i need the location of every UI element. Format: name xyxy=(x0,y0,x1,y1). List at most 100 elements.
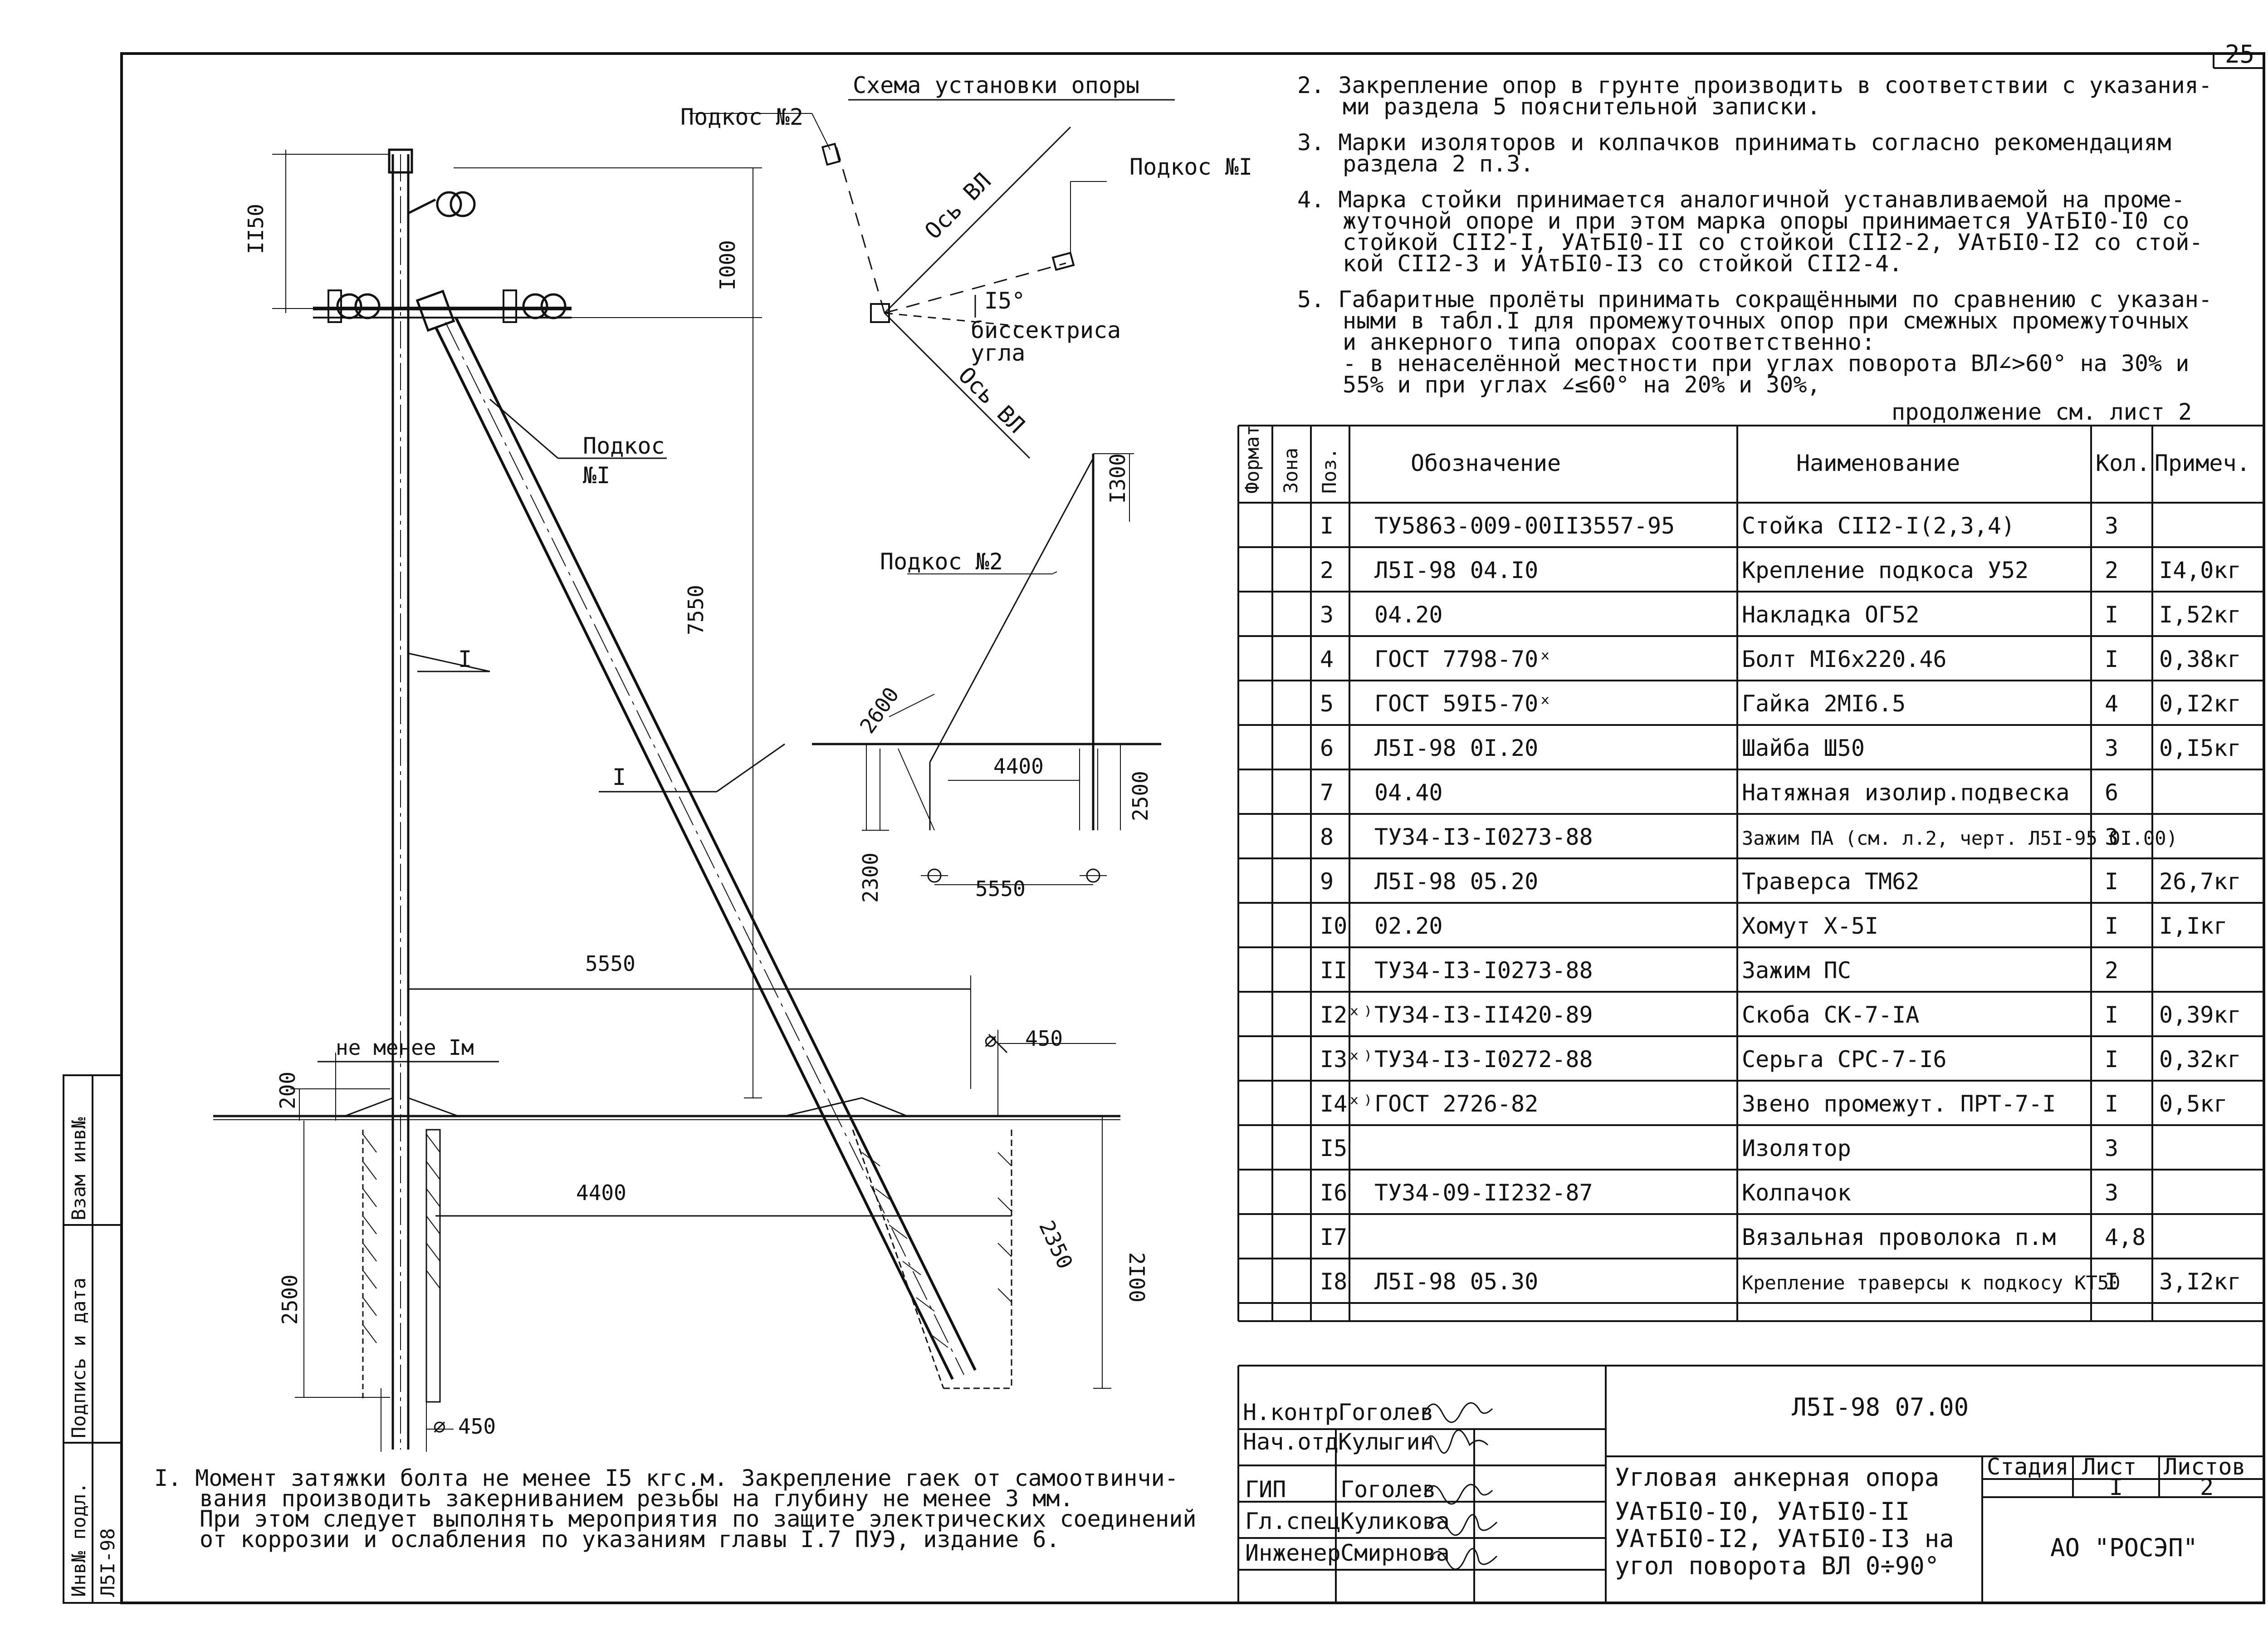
note-5-line-5: 55% и при углах ∠≤60° на 20% и 30%, xyxy=(1343,372,1821,398)
spec-note: 0,39кг xyxy=(2159,1002,2241,1028)
spec-pos: 2 xyxy=(1320,557,1334,583)
spec-designation: 04.40 xyxy=(1374,779,1443,806)
drawing-designation: Л5I-98 07.00 xyxy=(1792,1393,1969,1421)
spec-note: I,52кг xyxy=(2159,602,2241,628)
spec-qty: I xyxy=(2105,913,2118,939)
dim-1150: II50 xyxy=(244,204,268,254)
spec-header-note: Примеч. xyxy=(2155,450,2250,476)
spec-name: Хомут Х-5I xyxy=(1742,913,1878,939)
spec-qty: I xyxy=(2105,1002,2118,1028)
sheet-value: I xyxy=(2109,1474,2123,1500)
spec-qty: 2 xyxy=(2105,557,2118,583)
spec-pos: I3ˣ⁾ xyxy=(1320,1046,1374,1073)
side-dim-2600: 2600 xyxy=(855,683,904,738)
name-2: Кулыгин xyxy=(1338,1429,1434,1455)
spec-qty: I xyxy=(2105,1269,2118,1295)
left-binding-stamp xyxy=(63,1074,122,1604)
bottom-note-line-1: I. Момент затяжки болта не менее I5 кгс.… xyxy=(154,1465,1178,1491)
spec-header-designation: Обозначение xyxy=(1411,450,1561,476)
dim-450-bottom: 450 xyxy=(458,1414,496,1439)
scheme-angle: I5° xyxy=(984,288,1025,314)
note-3-line-1: 3. Марки изоляторов и колпачков принимат… xyxy=(1297,129,2171,156)
spec-note: 0,5кг xyxy=(2159,1091,2228,1117)
spec-pos: I5 xyxy=(1320,1135,1347,1161)
side-dim-4400: 4400 xyxy=(993,754,1044,779)
note-4-line-2: жуточной опоре и при этом марка опоры пр… xyxy=(1343,208,2189,234)
spec-table-grid xyxy=(1237,425,2265,1322)
spec-pos: I7 xyxy=(1320,1224,1347,1250)
spec-name: Колпачок xyxy=(1742,1180,1851,1206)
name-5: Смирнова xyxy=(1340,1540,1450,1566)
spec-pos: 9 xyxy=(1320,868,1334,895)
side-dim-2300: 2300 xyxy=(858,852,883,903)
spec-name: Изолятор xyxy=(1742,1135,1851,1161)
pos-1-pole: I xyxy=(458,646,472,672)
note-4-line-4: кой СII2-3 и УАтБI0-I3 со стойкой СII2-4… xyxy=(1343,250,1902,277)
dim-min-1m: не менее Iм xyxy=(336,1035,474,1060)
note-4-line-3: стойкой СII2-I, УАтБI0-II со стойкой СII… xyxy=(1343,229,2203,255)
spec-qty: I xyxy=(2105,1046,2118,1073)
sheets-value: 2 xyxy=(2200,1474,2214,1500)
stamp-sign-date: Подпись и дата xyxy=(68,1278,90,1438)
spec-name: Серьга СРС-7-I6 xyxy=(1742,1046,1947,1073)
dim-4400: 4400 xyxy=(576,1180,626,1205)
scheme-labels: Схема установки опоры Подкос №2 Подкос №… xyxy=(680,72,1252,438)
note-5-line-4: - в ненаселённой местности при углах пов… xyxy=(1343,350,2189,377)
spec-note: 0,I2кг xyxy=(2159,691,2241,717)
spec-qty: I xyxy=(2105,646,2118,672)
spec-qty: 3 xyxy=(2105,513,2118,539)
scheme-title: Схема установки опоры xyxy=(853,72,1139,98)
side-dim-1300: I300 xyxy=(1105,453,1130,504)
bottom-note-line-4: от коррозии и ослабления по указаниям гл… xyxy=(200,1526,1060,1553)
role-2: Нач.отд xyxy=(1243,1429,1339,1455)
main-dimension-labels: II50 I000 Подкос №I 7550 I I 5550 не мен… xyxy=(244,204,1149,1439)
spec-designation: Л5I-98 04.I0 xyxy=(1374,557,1538,583)
diameter-symbol-top: ⌀ xyxy=(984,1029,997,1053)
spec-qty: 3 xyxy=(2105,735,2118,761)
page-number: 25 xyxy=(2225,40,2254,69)
spec-name: Шайба Ш50 xyxy=(1742,735,1865,761)
name-3: Гоголев xyxy=(1340,1476,1436,1503)
sheets-label: Листов xyxy=(2164,1454,2246,1480)
spec-qty: 4 xyxy=(2105,691,2118,717)
spec-designation: ТУ34-I3-I0272-88 xyxy=(1374,1046,1593,1073)
stamp-inv-orig: Инв№ подл. xyxy=(68,1482,90,1597)
spec-note: I4,0кг xyxy=(2159,557,2241,583)
spec-designation: ТУ34-I3-I0273-88 xyxy=(1374,824,1593,850)
dim-200: 200 xyxy=(275,1072,300,1109)
dim-2500: 2500 xyxy=(278,1274,302,1325)
role-4: Гл.спец xyxy=(1245,1508,1341,1534)
spec-pos: 8 xyxy=(1320,824,1334,850)
note-4-line-1: 4. Марка стойки принимается аналогичной … xyxy=(1297,186,2185,213)
spec-qty: 2 xyxy=(2105,957,2118,984)
spec-pos: I4ˣ⁾ xyxy=(1320,1091,1374,1117)
spec-designation: ТУ34-I3-II420-89 xyxy=(1374,1002,1593,1028)
side-brace2-label: Подкос №2 xyxy=(880,549,1003,575)
spec-header-name: Наименование xyxy=(1796,450,1960,476)
general-notes: 2. Закрепление опор в грунте производить… xyxy=(1297,72,2212,398)
spec-pos: I6 xyxy=(1320,1180,1347,1206)
spec-pos: 3 xyxy=(1320,602,1334,628)
title-block: Л5I-98 07.00 Угловая анкерная опора УАтБ… xyxy=(1243,1393,2246,1580)
spec-name: Скоба СК-7-IА xyxy=(1742,1002,1919,1028)
spec-qty: 3 xyxy=(2105,1180,2118,1206)
spec-pos: I xyxy=(1320,513,1334,539)
binding-stamp-labels: Инв№ подл. Л5I-98 Подпись и дата Взам ин… xyxy=(68,1117,119,1597)
side-dim-2500: 2500 xyxy=(1128,771,1153,821)
spec-pos: 5 xyxy=(1320,691,1334,717)
spec-designation: ТУ5863-009-00II3557-95 xyxy=(1374,513,1675,539)
notes-continued: продолжение см. лист 2 xyxy=(1892,399,2192,425)
dim-450-top: 450 xyxy=(1025,1026,1063,1051)
spec-header-qty: Кол. xyxy=(2096,450,2150,476)
side-view-drawing xyxy=(812,453,1161,885)
dim-2100: 2I00 xyxy=(1124,1252,1149,1303)
spec-header-pos: Поз. xyxy=(1318,448,1340,494)
spec-header-zone: Зона xyxy=(1280,448,1302,494)
spec-note: 3,I2кг xyxy=(2159,1269,2241,1295)
spec-designation: ТУ34-I3-I0273-88 xyxy=(1374,957,1593,984)
spec-name: Крепление траверсы к подкосу КТ50 xyxy=(1742,1272,2120,1294)
name-1: Гоголев xyxy=(1338,1399,1434,1425)
spec-qty: 3 xyxy=(2105,1135,2118,1161)
spec-note: I,Iкг xyxy=(2159,913,2228,939)
